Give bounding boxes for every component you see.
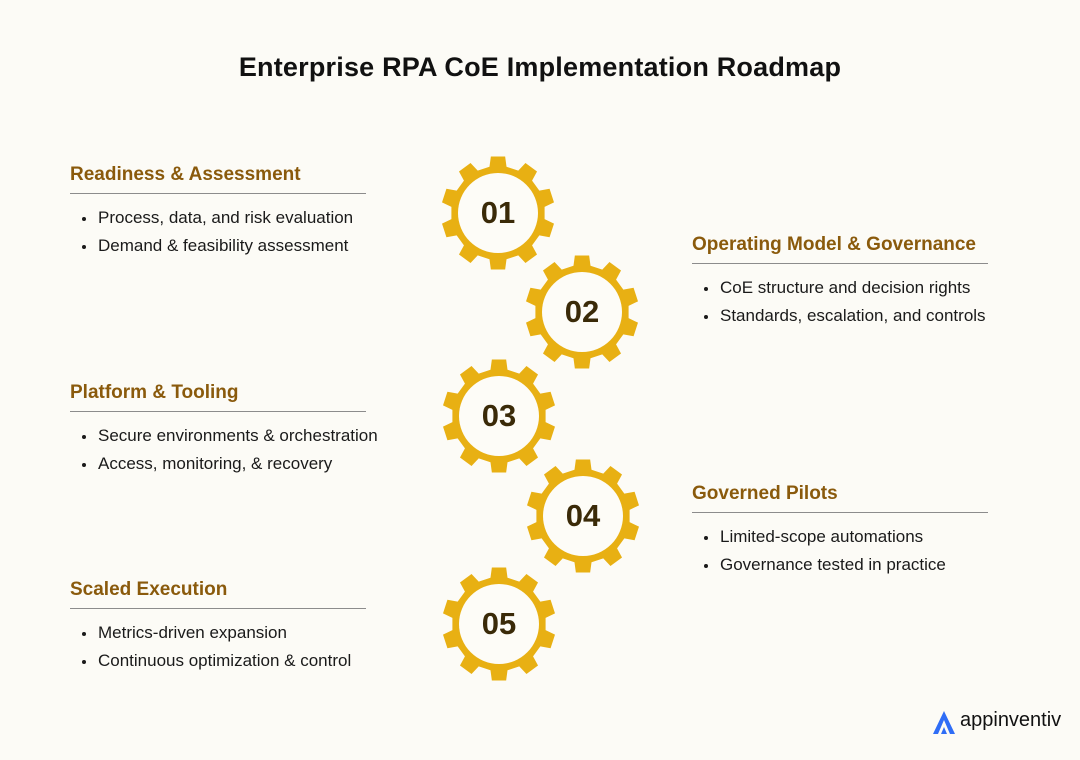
step-number: 05 — [481, 606, 517, 641]
list-item: Metrics-driven expansion — [70, 619, 366, 647]
step-number: 02 — [564, 294, 600, 329]
gear-shape — [443, 359, 555, 473]
step-number: 04 — [565, 498, 601, 533]
list-item: Governance tested in practice — [692, 551, 988, 579]
step-title: Governed Pilots — [692, 483, 988, 513]
page-title: Enterprise RPA CoE Implementation Roadma… — [238, 52, 842, 82]
step-02-block: Operating Model & Governance CoE structu… — [692, 234, 988, 330]
gear-shape — [443, 567, 555, 681]
step-title: Readiness & Assessment — [70, 164, 366, 194]
list-item: Limited-scope automations — [692, 523, 988, 551]
gear-shape — [442, 156, 554, 270]
step-title: Operating Model & Governance — [692, 234, 988, 264]
list-item: CoE structure and decision rights — [692, 274, 988, 302]
step-list: Limited-scope automations Governance tes… — [692, 523, 988, 579]
logo-icon — [933, 711, 955, 734]
list-item: Standards, escalation, and controls — [692, 302, 988, 330]
gear-shape — [527, 459, 639, 573]
step-list: Secure environments & orchestration Acce… — [70, 422, 378, 478]
step-number: 01 — [480, 195, 516, 230]
gear-01-icon: 01 — [438, 153, 558, 273]
step-04-block: Governed Pilots Limited-scope automation… — [692, 483, 988, 579]
gear-02-icon: 02 — [522, 252, 642, 372]
gear-center — [542, 272, 622, 352]
list-item: Secure environments & orchestration — [70, 422, 378, 450]
step-list: Process, data, and risk evaluation Deman… — [70, 204, 366, 260]
step-01-block: Readiness & Assessment Process, data, an… — [70, 164, 366, 260]
step-list: Metrics-driven expansion Continuous opti… — [70, 619, 366, 675]
list-item: Process, data, and risk evaluation — [70, 204, 366, 232]
gear-center — [459, 584, 539, 664]
list-item: Access, monitoring, & recovery — [70, 450, 378, 478]
list-item: Continuous optimization & control — [70, 647, 366, 675]
gear-04-icon: 04 — [523, 456, 643, 576]
step-03-block: Platform & Tooling Secure environments &… — [70, 382, 378, 478]
gear-center — [459, 376, 539, 456]
gear-shape — [526, 255, 638, 369]
step-05-block: Scaled Execution Metrics-driven expansio… — [70, 579, 366, 675]
step-list: CoE structure and decision rights Standa… — [692, 274, 988, 330]
logo-text: appinventiv — [960, 709, 1062, 731]
step-number: 03 — [481, 398, 517, 433]
gear-03-icon: 03 — [439, 356, 559, 476]
gear-05-icon: 05 — [439, 564, 559, 684]
step-title: Platform & Tooling — [70, 382, 366, 412]
gear-center — [543, 476, 623, 556]
step-title: Scaled Execution — [70, 579, 366, 609]
gear-center — [458, 173, 538, 253]
list-item: Demand & feasibility assessment — [70, 232, 366, 260]
